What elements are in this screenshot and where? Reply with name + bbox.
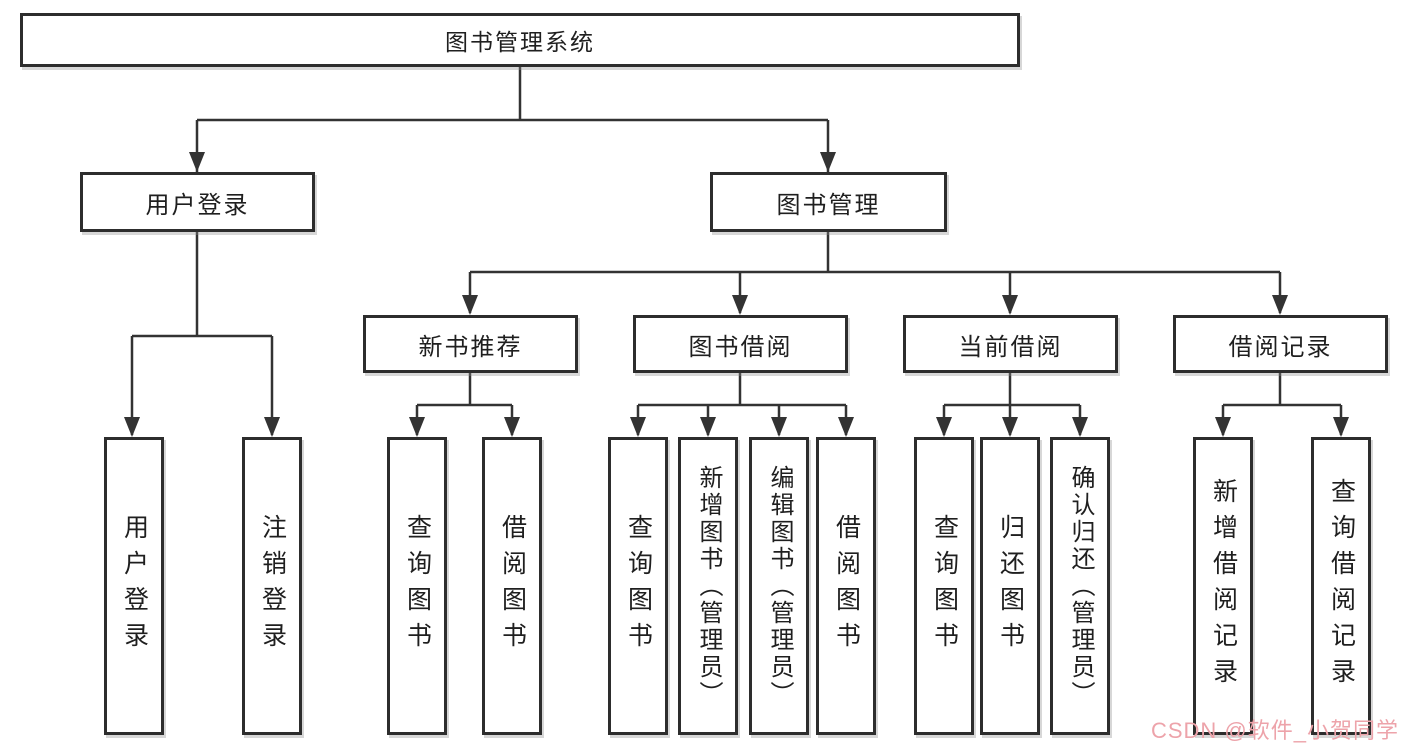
leaf-borrow-books-1-label: 借阅图书 (498, 514, 527, 658)
leaf-query-books-3: 查询图书 (914, 437, 974, 735)
connector-edges (130, 67, 1343, 435)
node-root-label: 图书管理系统 (445, 29, 595, 55)
leaf-edit-books-admin-label: 编辑图书（管理员） (766, 464, 793, 708)
leaf-return-books: 归还图书 (980, 437, 1040, 735)
leaf-query-borrow-record: 查询借阅记录 (1311, 437, 1371, 735)
node-new-book-recommend: 新书推荐 (363, 315, 578, 373)
leaf-user-login: 用户登录 (104, 437, 164, 735)
node-current-borrow-label: 当前借阅 (958, 333, 1063, 361)
node-current-borrow: 当前借阅 (903, 315, 1118, 373)
leaf-confirm-return-admin: 确认归还（管理员） (1050, 437, 1110, 735)
leaf-borrow-books-2-label: 借阅图书 (832, 514, 861, 658)
node-book-management: 图书管理 (710, 172, 947, 232)
leaf-logout-label: 注销登录 (258, 514, 287, 658)
leaf-add-books-admin-label: 新增图书（管理员） (695, 464, 722, 708)
csdn-watermark: CSDN @软件_小贺同学 (1150, 718, 1399, 743)
leaf-add-books-admin: 新增图书（管理员） (678, 437, 738, 735)
leaf-user-login-label: 用户登录 (120, 514, 149, 658)
leaf-query-books-2-label: 查询图书 (624, 514, 653, 658)
node-user-login-label: 用户登录 (145, 191, 250, 219)
leaf-query-borrow-record-label: 查询借阅记录 (1327, 478, 1356, 694)
leaf-borrow-books-1: 借阅图书 (482, 437, 542, 735)
leaf-query-books-1: 查询图书 (387, 437, 447, 735)
leaf-borrow-books-2: 借阅图书 (816, 437, 876, 735)
node-book-borrow-label: 图书借阅 (688, 333, 793, 361)
leaf-return-books-label: 归还图书 (996, 514, 1025, 658)
node-book-management-label: 图书管理 (776, 191, 881, 219)
node-root: 图书管理系统 (20, 13, 1020, 67)
arrowheads (124, 152, 1349, 437)
node-user-login: 用户登录 (80, 172, 315, 232)
node-borrow-records: 借阅记录 (1173, 315, 1388, 373)
leaf-query-books-1-label: 查询图书 (403, 514, 432, 658)
leaf-confirm-return-admin-label: 确认归还（管理员） (1067, 464, 1094, 708)
leaf-add-borrow-record-label: 新增借阅记录 (1209, 478, 1238, 694)
leaf-edit-books-admin: 编辑图书（管理员） (749, 437, 809, 735)
node-new-book-recommend-label: 新书推荐 (418, 333, 523, 361)
leaf-query-books-3-label: 查询图书 (930, 514, 959, 658)
node-book-borrow: 图书借阅 (633, 315, 848, 373)
leaf-logout: 注销登录 (242, 437, 302, 735)
leaf-add-borrow-record: 新增借阅记录 (1193, 437, 1253, 735)
node-borrow-records-label: 借阅记录 (1228, 333, 1333, 361)
leaf-query-books-2: 查询图书 (608, 437, 668, 735)
